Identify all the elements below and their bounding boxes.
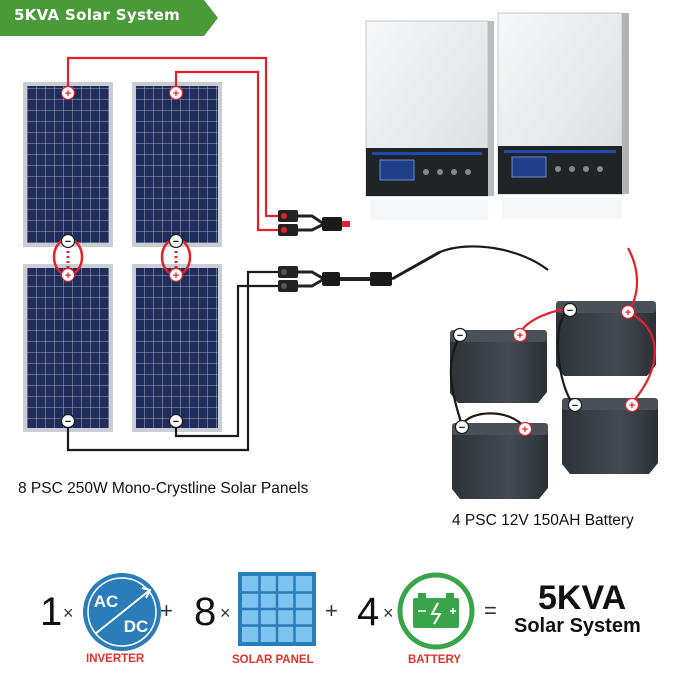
solar-panel-label: SOLAR PANEL [232,654,314,666]
solar-panel-top-left [23,82,113,247]
solar-panel-top-right [132,82,222,247]
result-title: 5KVA [538,579,627,617]
terminal-label: + [629,400,635,412]
battery-count: 4 [357,590,380,634]
title-banner-text: 5KVA Solar System [14,6,181,24]
battery-label: BATTERY [408,654,462,666]
terminal-label: + [522,424,528,436]
connector-icon [278,210,441,292]
inverter-icon-ac: AC [94,592,119,611]
inverter-icon: AC DC [83,573,161,651]
terminal-label: − [65,236,71,248]
terminal-label: − [65,416,71,428]
terminal-label: + [625,307,631,319]
solar-panel-bottom-right [132,264,222,432]
terminal-label: + [517,330,523,342]
result-subtitle: Solar System [514,615,641,637]
equals-sign: = [484,598,497,623]
terminal-label: − [567,305,573,317]
title-banner [0,0,218,36]
terminal-label: − [572,400,578,412]
terminal-label: − [173,236,179,248]
battery-caption: 4 PSC 12V 150AH Battery [452,512,634,529]
inverter-label: INVERTER [86,653,145,665]
inverter-units [365,12,629,220]
terminal-label: + [173,88,179,100]
plus-sign: + [325,598,338,623]
panels-caption: 8 PSC 250W Mono-Crystline Solar Panels [18,480,309,497]
terminal-markers: + + − − + + − − − + − + − + − + [60,85,640,437]
solar-panel-bottom-left [23,264,113,432]
terminal-label: + [65,88,71,100]
terminal-label: + [65,270,71,282]
panel-count: 8 [194,590,217,634]
terminal-label: − [173,416,179,428]
solar-panel-array [23,82,222,432]
battery-bank [450,301,658,499]
inverter-count: 1 [40,590,63,634]
times-sign: × [383,603,394,623]
terminal-label: − [457,330,463,342]
panel-wiring [66,56,290,452]
plus-sign: + [160,598,173,623]
times-sign: × [63,603,74,623]
solar-panel-icon [238,572,316,646]
times-sign: × [220,603,231,623]
terminal-label: + [173,270,179,282]
terminal-label: − [459,422,465,434]
battery-icon [397,572,475,650]
inverter-icon-dc: DC [124,617,149,636]
